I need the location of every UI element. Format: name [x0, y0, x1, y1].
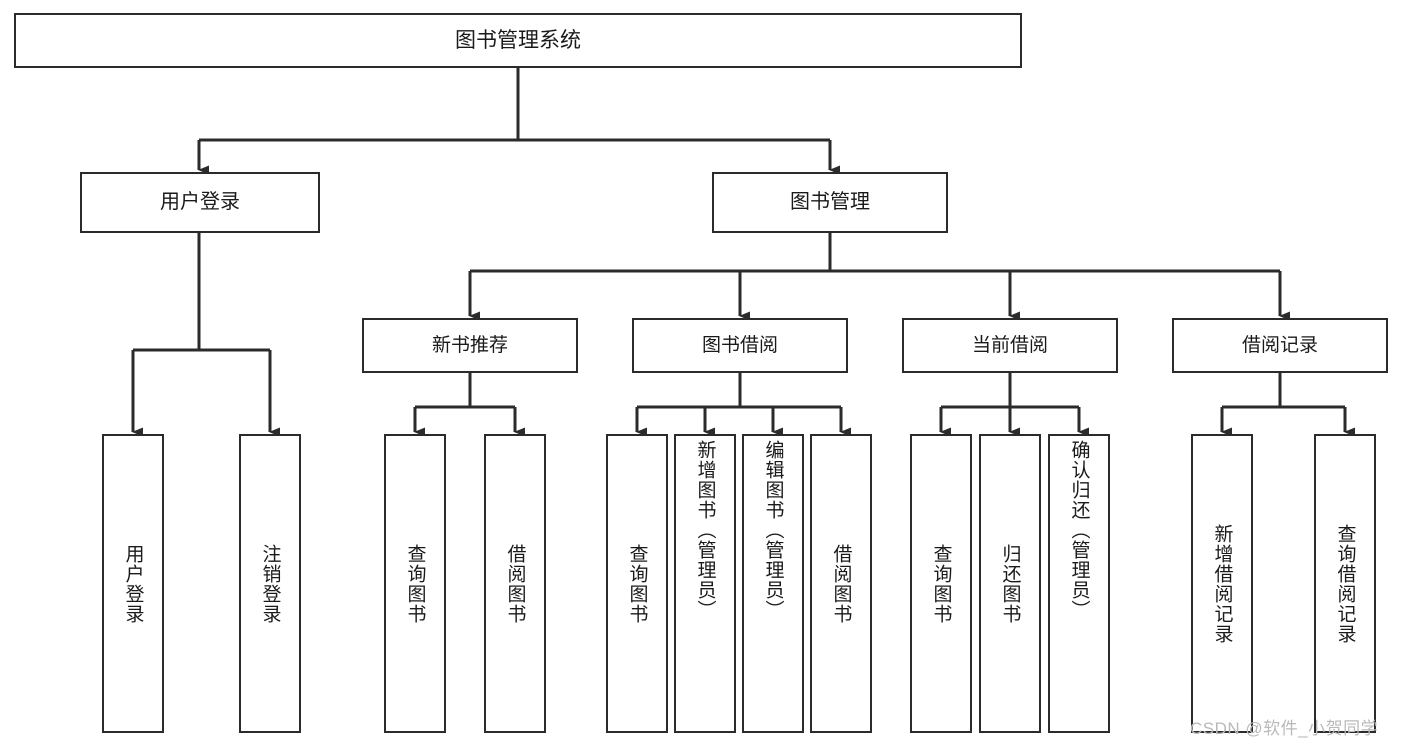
leaf-borrow-book-borrow[interactable]: 借阅图书 — [810, 434, 872, 733]
node-book-manage[interactable]: 图书管理 — [712, 172, 948, 233]
leaf-label: 注销登录 — [259, 543, 281, 624]
watermark-text: CSDN @软件_小贺同学 — [1190, 719, 1379, 738]
leaf-label: 查询图书 — [626, 543, 648, 624]
node-label: 图书借阅 — [701, 334, 778, 356]
node-borrow-record[interactable]: 借阅记录 — [1172, 318, 1388, 373]
leaf-label: 用户登录 — [122, 543, 144, 624]
node-label: 用户登录 — [160, 191, 240, 214]
node-label: 当前借阅 — [971, 334, 1048, 356]
leaf-label: 新增借阅记录 — [1211, 523, 1233, 644]
node-label: 图书管理系统 — [455, 28, 581, 52]
node-label: 新书推荐 — [431, 334, 508, 356]
node-user-login[interactable]: 用户登录 — [80, 172, 320, 233]
leaf-borrow-book-recommend[interactable]: 借阅图书 — [484, 434, 546, 733]
node-label: 借阅记录 — [1241, 334, 1318, 356]
leaf-add-book[interactable]: 新增图书（管理员） — [674, 434, 736, 733]
leaf-label: 借阅图书 — [830, 543, 852, 624]
leaf-logout-login[interactable]: 注销登录 — [239, 434, 301, 733]
leaf-query-book-borrow[interactable]: 查询图书 — [606, 434, 668, 733]
leaf-label: 查询图书 — [404, 543, 426, 624]
leaf-query-borrow-record[interactable]: 查询借阅记录 — [1314, 434, 1376, 733]
leaf-user-login[interactable]: 用户登录 — [102, 434, 164, 733]
leaf-edit-book[interactable]: 编辑图书（管理员） — [742, 434, 804, 733]
leaf-label: 借阅图书 — [504, 543, 526, 624]
leaf-add-borrow-record[interactable]: 新增借阅记录 — [1191, 434, 1253, 733]
node-label: 图书管理 — [790, 191, 870, 214]
node-current-borrow[interactable]: 当前借阅 — [902, 318, 1118, 373]
node-book-borrow[interactable]: 图书借阅 — [632, 318, 848, 373]
leaf-confirm-return[interactable]: 确认归还（管理员） — [1048, 434, 1110, 733]
leaf-query-book-recommend[interactable]: 查询图书 — [384, 434, 446, 733]
leaf-label: 查询图书 — [930, 543, 952, 624]
leaf-return-book[interactable]: 归还图书 — [979, 434, 1041, 733]
leaf-label: 归还图书 — [999, 543, 1021, 624]
leaf-label: 确认归还（管理员） — [1068, 440, 1090, 620]
leaf-label: 查询借阅记录 — [1334, 523, 1356, 644]
leaf-label: 编辑图书（管理员） — [762, 440, 784, 620]
node-root-system[interactable]: 图书管理系统 — [14, 13, 1022, 68]
node-new-book-recommend[interactable]: 新书推荐 — [362, 318, 578, 373]
leaf-query-book-current[interactable]: 查询图书 — [910, 434, 972, 733]
leaf-label: 新增图书（管理员） — [694, 440, 716, 620]
